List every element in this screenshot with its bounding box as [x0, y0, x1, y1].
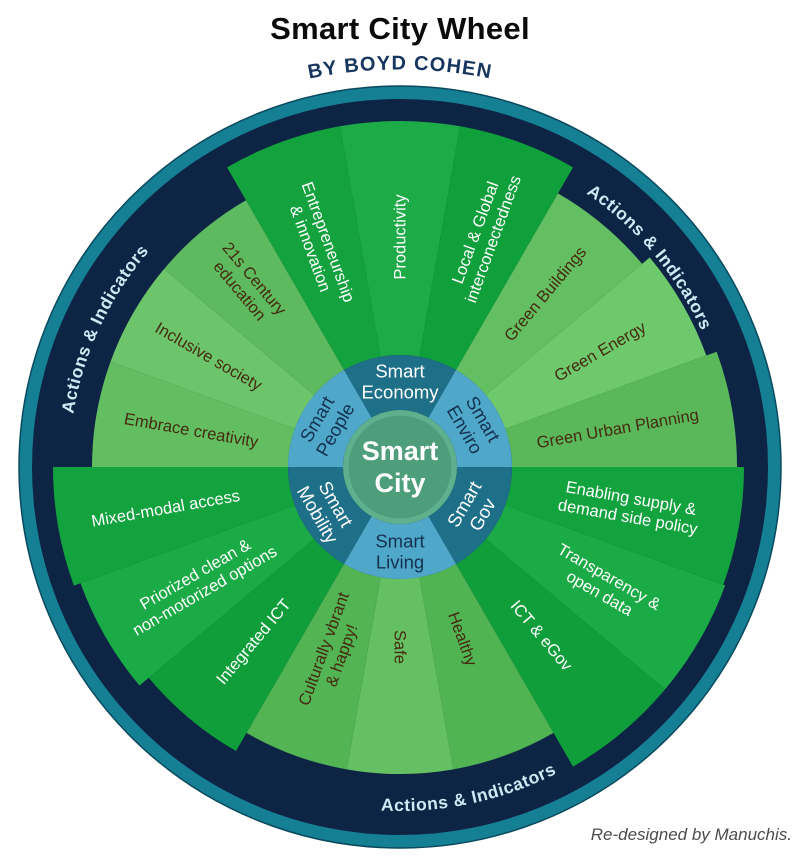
wedge-living-2 — [246, 563, 381, 770]
wedge-enviro-2 — [505, 351, 737, 467]
wedge-enviro-1 — [485, 257, 707, 429]
wedge-mobility-1 — [80, 505, 315, 686]
wedge-economy-2 — [419, 126, 573, 371]
wedge-label-economy-1: Productivity — [392, 194, 410, 280]
credit-text: Re-designed by Manuchis. — [590, 825, 792, 844]
ring-sector-living — [344, 516, 456, 579]
wedge-living-1 — [346, 577, 454, 775]
wedge-economy-0 — [227, 126, 381, 371]
wedge-gov-0 — [505, 467, 744, 585]
wedge-people-0 — [92, 361, 295, 467]
wedge-people-1 — [110, 269, 315, 429]
page-title: Smart City Wheel — [270, 11, 530, 46]
ring-sector-economy — [344, 355, 456, 418]
center-hub — [348, 415, 452, 519]
wedge-economy-1 — [339, 121, 461, 357]
ring-sector-gov — [428, 467, 512, 564]
ring-label-gov: SmartGov — [443, 477, 504, 541]
wedge-enviro-0 — [456, 193, 643, 396]
wedge-label-living-1: Safe — [391, 630, 409, 664]
wedge-living-0 — [419, 563, 554, 770]
wedge-gov-2 — [456, 538, 666, 767]
wedge-mobility-0 — [148, 538, 344, 752]
wedge-people-2 — [164, 200, 344, 396]
ring-sector-people — [288, 370, 372, 467]
wedge-gov-1 — [485, 505, 726, 690]
subtitle: BY BOYD COHEN — [306, 52, 494, 83]
ring-sector-mobility — [288, 467, 372, 564]
ring-sector-enviro — [428, 370, 512, 467]
wedge-mobility-2 — [53, 467, 295, 586]
